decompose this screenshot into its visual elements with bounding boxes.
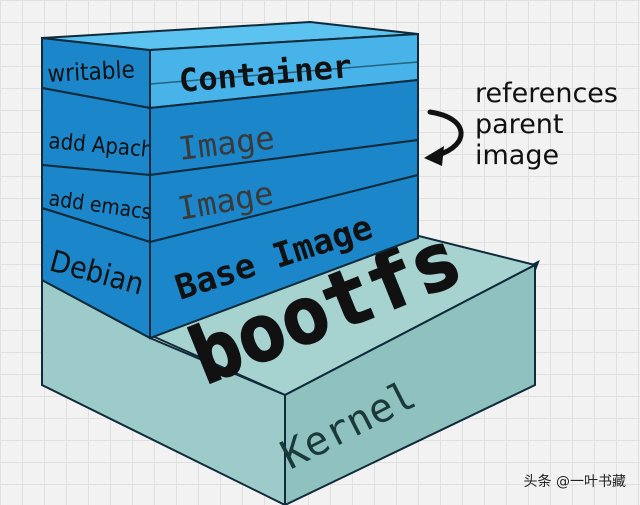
face-debian bbox=[149, 173, 419, 340]
side-column: writable add Apache add emacs Debian bbox=[41, 36, 167, 340]
side-label-writable: writable bbox=[47, 55, 136, 88]
kernel-right-face bbox=[284, 263, 536, 505]
watermark: 头条 @一叶书藏 bbox=[523, 474, 626, 490]
face-writable-inner-line bbox=[149, 61, 419, 85]
annotation-line-1: references bbox=[475, 78, 618, 109]
annotation-line-2: parent bbox=[475, 109, 564, 140]
annotation-line-3: image bbox=[475, 140, 559, 171]
curved-arrow-icon bbox=[427, 109, 464, 158]
front-faces: Container Image Image Base Image bbox=[41, 20, 419, 340]
arrow-head-icon bbox=[424, 146, 444, 166]
parent-reference-annotation: references parent image bbox=[424, 78, 618, 171]
